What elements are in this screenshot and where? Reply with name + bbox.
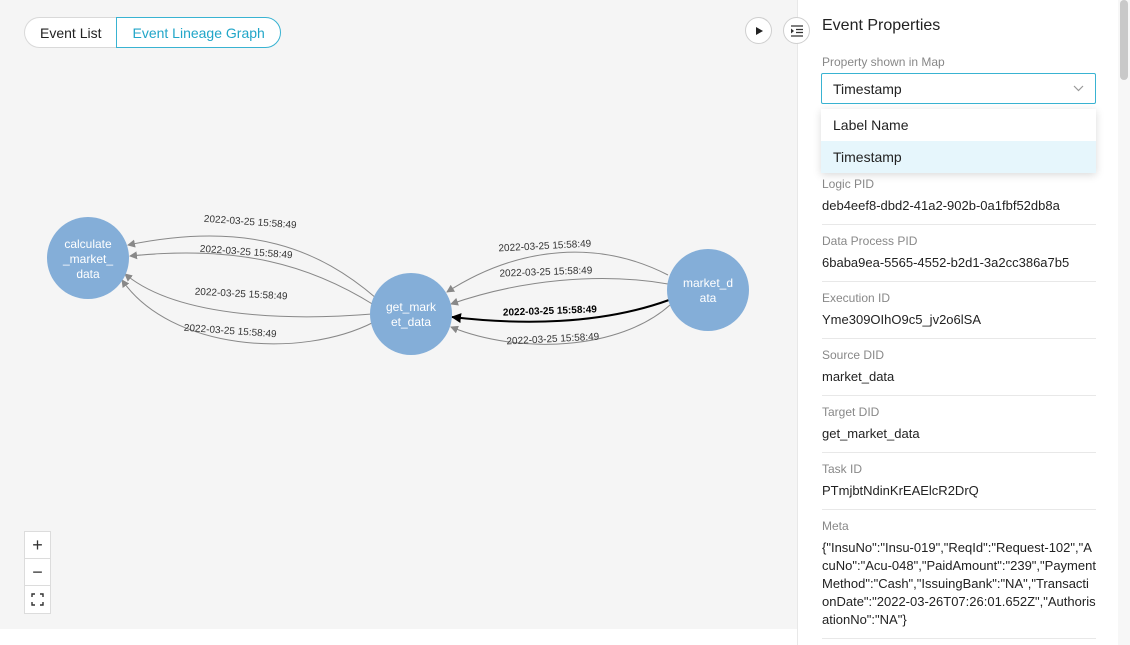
node-label-line: data <box>76 267 100 281</box>
chevron-down-icon <box>1073 85 1084 92</box>
edge-label: 2022-03-25 15:58:49 <box>506 332 600 348</box>
edge-get-calculate-3[interactable] <box>124 273 373 318</box>
play-icon <box>755 26 763 35</box>
zoom-in-button[interactable]: + <box>25 532 50 559</box>
play-button[interactable] <box>745 17 772 44</box>
fullscreen-icon <box>31 593 44 606</box>
property-value: get_market_data <box>822 426 920 441</box>
property-label: Data Process PID <box>822 234 918 248</box>
property-task-id: Task ID PTmjbtNdinKrEAElcR2DrQ <box>822 462 1096 510</box>
property-logic-pid: Logic PID deb4eef8-dbd2-41a2-902b-0a1fbf… <box>822 177 1096 225</box>
toggle-panel-button[interactable] <box>783 17 810 44</box>
property-value: deb4eef8-dbd2-41a2-902b-0a1fbf52db8a <box>822 198 1060 213</box>
property-target-did: Target DID get_market_data <box>822 405 1096 453</box>
property-data-process-pid: Data Process PID 6baba9ea-5565-4552-b2d1… <box>822 234 1096 282</box>
property-value: Yme309OIhO9c5_jv2o6lSA <box>822 312 981 327</box>
edge-label-bold: 2022-03-25 15:58:49 <box>503 304 598 318</box>
edge-label: 2022-03-25 15:58:49 <box>499 265 593 279</box>
property-value: market_data <box>822 369 895 384</box>
svg-text:calculate_market_data: calculate_market_data <box>62 237 113 281</box>
edge-market-get-4[interactable] <box>450 304 671 345</box>
edge-get-calculate-2[interactable] <box>129 251 375 306</box>
property-label: Meta <box>822 519 849 533</box>
tab-event-lineage-graph[interactable]: Event Lineage Graph <box>116 17 281 48</box>
tab-event-list[interactable]: Event List <box>24 17 117 48</box>
edge-label: 2022-03-25 15:58:49 <box>498 239 592 255</box>
node-label-line: get_mark <box>386 300 437 314</box>
edge-market-get-2[interactable] <box>450 278 669 306</box>
edge-label: 2022-03-25 15:58:49 <box>199 244 293 261</box>
node-label-line: ata <box>700 291 717 305</box>
dropdown-option-timestamp[interactable]: Timestamp <box>821 141 1096 173</box>
property-execution-id: Execution ID Yme309OIhO9c5_jv2o6lSA <box>822 291 1096 339</box>
node-label-line: et_data <box>391 315 431 329</box>
select-label: Property shown in Map <box>822 55 945 69</box>
fit-view-button[interactable] <box>25 586 50 613</box>
edge-label: 2022-03-25 15:58:49 <box>203 214 297 231</box>
event-properties-panel: Event Properties Property shown in Map T… <box>797 0 1130 645</box>
node-label-line: market_d <box>683 276 733 290</box>
node-label-line: calculate <box>64 237 112 251</box>
svg-text:get_market_data: get_market_data <box>386 300 437 329</box>
indent-list-icon <box>790 24 803 37</box>
property-label: Source DID <box>822 348 885 362</box>
edge-label: 2022-03-25 15:58:49 <box>183 323 277 340</box>
edge-get-calculate-4[interactable] <box>121 279 375 345</box>
property-select-value: Timestamp <box>833 80 902 97</box>
property-value: 6baba9ea-5565-4552-b2d1-3a2cc386a7b5 <box>822 255 1070 270</box>
edge-market-get-1[interactable] <box>446 251 669 293</box>
property-value: PTmjbtNdinKrEAElcR2DrQ <box>822 483 979 498</box>
property-label: Logic PID <box>822 177 875 191</box>
dropdown-option-label-name[interactable]: Label Name <box>833 117 909 133</box>
property-source-did: Source DID market_data <box>822 348 1096 396</box>
edge-get-calculate-1[interactable] <box>127 235 377 299</box>
graph-canvas[interactable]: 2022-03-25 15:58:49 2022-03-25 15:58:49 … <box>0 0 797 629</box>
property-dropdown: Label Name Timestamp <box>821 109 1096 173</box>
node-label-line: _market_ <box>62 252 113 266</box>
panel-scroll-track[interactable] <box>1118 0 1130 645</box>
property-label: Target DID <box>822 405 880 419</box>
property-label: Execution ID <box>822 291 891 305</box>
node-calculate-market-data[interactable]: calculate_market_data <box>47 217 129 299</box>
property-value: {"InsuNo":"Insu-019","ReqId":"Request-10… <box>822 540 1096 627</box>
property-label: Task ID <box>822 462 863 476</box>
zoom-out-button[interactable]: − <box>25 559 50 586</box>
panel-scrollbar[interactable] <box>1120 0 1128 80</box>
properties-list: Logic PID deb4eef8-dbd2-41a2-902b-0a1fbf… <box>822 177 1096 645</box>
lineage-graph[interactable]: 2022-03-25 15:58:49 2022-03-25 15:58:49 … <box>0 0 797 629</box>
view-tabs: Event List Event Lineage Graph <box>24 17 281 48</box>
edge-label: 2022-03-25 15:58:49 <box>194 287 288 303</box>
property-select[interactable]: Timestamp <box>821 73 1096 104</box>
edge-market-get-3[interactable] <box>451 299 670 324</box>
panel-title: Event Properties <box>822 17 941 34</box>
property-meta: Meta {"InsuNo":"Insu-019","ReqId":"Reque… <box>822 519 1096 639</box>
zoom-controls: + − <box>24 531 51 614</box>
svg-text:market_data: market_data <box>683 276 733 305</box>
